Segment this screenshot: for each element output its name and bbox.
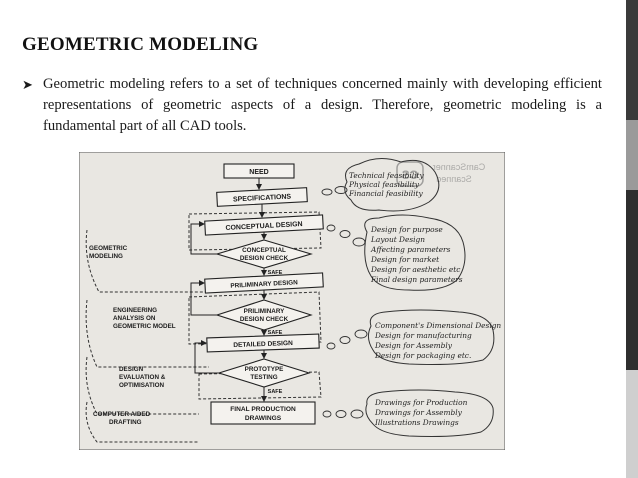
box-specifications [216,187,308,207]
label-analysis: ANALYSIS ON [113,315,156,322]
watermark-brand: CamScanner [433,162,486,172]
text-final-production: FINAL PRODUCTION [230,406,296,413]
watermark-line2: Scanned [436,174,472,184]
scanned-diagram: CS CamScanner Scanned GEOMETRIC MODELING… [79,152,505,450]
note-detailed-1: Component's Dimensional Design [375,321,501,330]
text-safe-2: SAFE [268,330,283,336]
note-conceptual-1: Design for purpose [370,225,443,234]
text-safe-1: SAFE [268,270,283,276]
text-conceptual-1: CONCEPTUAL [242,247,286,254]
text-conceptual-design: CONCEPTUAL DESIGN [225,221,303,232]
note-feasibility-2: Physical feasibility [348,180,420,189]
text-preliminary-2: DESIGN CHECK [240,316,289,323]
box-final-production [210,401,316,425]
note-detailed-4: Design for packaging etc. [374,351,471,360]
label-geometric-model: GEOMETRIC MODEL [113,323,176,330]
note-drafting-2: Drawings for Assembly [374,408,463,417]
detailed-notes: Component's Dimensional Design Design fo… [374,321,501,360]
note-detailed-2: Design for manufacturing [374,331,472,340]
text-preliminary-1: PRILIMINARY [244,308,285,315]
feasibility-notes: Technical feasibility Physical feasibili… [348,171,424,198]
drafting-notes: Drawings for Production Drawings for Ass… [374,398,468,427]
label-optimisation: OPTIMISATION [119,382,164,389]
left-labels: GEOMETRIC MODELING ENGINEERING ANALYSIS … [89,245,176,426]
text-need: NEED [249,169,268,176]
label-drafting: DRAFTING [109,419,142,426]
label-design: DESIGN [119,366,144,373]
text-safe-3: SAFE [268,389,283,395]
box-detailed-design [206,333,320,353]
box-preliminary-design [204,272,324,294]
flow-arrows [190,178,267,402]
text-testing: TESTING [250,374,277,381]
text-prototype: PROTOTYPE [245,366,284,373]
svg-text:CS: CS [402,168,419,182]
label-computer-aided: COMPUTER AIDED [93,411,151,418]
note-feasibility-3: Financial feasibility [348,189,424,198]
note-conceptual-4: Design for market [370,255,439,264]
bullet-point: ➤ Geometric modeling refers to a set of … [22,74,602,137]
note-conceptual-6: Final design parameters [370,275,463,284]
label-engineering: ENGINEERING [113,307,157,314]
note-clouds [344,158,495,437]
slide-title: GEOMETRIC MODELING [22,34,259,55]
text-drawings: DRAWINGS [245,415,282,422]
text-specifications: SPECIFICATIONS [233,193,292,203]
label-geometric: GEOMETRIC [89,245,128,252]
note-drafting-1: Drawings for Production [374,398,468,407]
text-preliminary-design: PRILIMINARY DESIGN [230,279,298,290]
bubble-connectors [321,186,368,419]
bullet-text: Geometric modeling refers to a set of te… [43,76,602,134]
text-detailed-design: DETAILED DESIGN [233,340,293,349]
note-drafting-3: Illustrations Drawings [374,418,459,427]
note-conceptual-5: Design for aesthetic etc [370,265,460,274]
note-conceptual-2: Layout Design [370,235,425,244]
box-conceptual-design [204,214,324,236]
note-detailed-3: Design for Assembly [374,341,453,350]
text-conceptual-2: DESIGN CHECK [240,255,289,262]
right-accent-bar [626,0,638,478]
arrow-bullet-icon: ➤ [22,77,33,92]
note-feasibility-1: Technical feasibility [349,171,424,180]
label-modeling: MODELING [89,253,123,260]
camscanner-watermark: CS CamScanner Scanned [396,161,486,187]
label-evaluation: EVALUATION & [119,374,166,381]
note-conceptual-3: Affecting parameters [370,245,451,254]
conceptual-notes: Design for purpose Layout Design Affecti… [370,225,463,284]
